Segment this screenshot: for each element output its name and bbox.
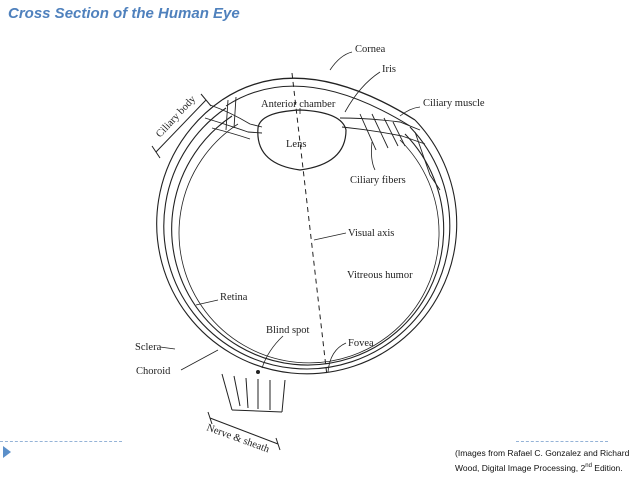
- lens-label: Lens: [286, 139, 306, 150]
- iris-leader: [344, 71, 381, 113]
- ciliary-body-left: [204, 96, 263, 140]
- choroid-label: Choroid: [136, 366, 171, 377]
- nerve-sheath-bracket: [207, 411, 281, 451]
- fovea-leader: [327, 342, 347, 373]
- lens: [257, 109, 347, 171]
- iris-label: Iris: [382, 64, 396, 75]
- vitreous-humor-label: Vitreous humor: [347, 270, 413, 281]
- anterior-chamber-label: Anterior chamber: [261, 99, 336, 110]
- ciliary-fibers-label: Ciliary fibers: [350, 175, 406, 186]
- footer-arrow-icon: [3, 446, 11, 458]
- cornea-outer: [221, 77, 416, 121]
- retina-leader: [195, 299, 219, 306]
- inner-retina-outline: [178, 123, 440, 364]
- blind-spot-label: Blind spot: [266, 325, 310, 336]
- cornea-inner: [225, 85, 411, 127]
- footer-rule-left: [0, 441, 122, 442]
- retina-label: Retina: [220, 292, 248, 303]
- ciliary-muscle-leader: [399, 106, 421, 117]
- nerve-sheath-label: Nerve & sheath: [205, 422, 271, 455]
- sclera-leader: [159, 346, 176, 350]
- retina-outline: [171, 115, 445, 366]
- choroid-leader: [180, 349, 219, 371]
- ciliary-body-right: [339, 113, 441, 191]
- optic-nerve: [221, 373, 286, 413]
- sclera-outline: [156, 99, 458, 375]
- visual-axis-line: [291, 72, 328, 377]
- visual-axis-leader: [313, 232, 347, 241]
- eyeball-layers: [156, 99, 458, 375]
- footer-rule-right: [516, 441, 608, 442]
- visual-axis-label: Visual axis: [348, 228, 394, 239]
- ciliary-body-label: Ciliary body: [154, 93, 199, 140]
- cornea-label: Cornea: [355, 44, 386, 55]
- credit-line-2-suffix: Edition.: [591, 462, 623, 473]
- credit-line-1: (Images from Rafael C. Gonzalez and Rich…: [455, 448, 630, 458]
- cornea-leader: [329, 51, 353, 71]
- fovea-label: Fovea: [348, 338, 374, 349]
- slide-title: Cross Section of the Human Eye: [8, 5, 240, 22]
- credit-line-2: Wood, Digital Image Processing, 2nd Edit…: [455, 460, 635, 475]
- ciliary-fibers-leader: [371, 141, 376, 171]
- credit-line-2-prefix: Wood, Digital Image Processing, 2: [455, 462, 586, 473]
- ciliary-body-bracket: [151, 93, 212, 159]
- blind-spot-dot: [256, 370, 260, 374]
- choroid-outline: [163, 107, 451, 370]
- image-credit: (Images from Rafael C. Gonzalez and Rich…: [455, 447, 635, 475]
- sclera-label: Sclera: [135, 342, 162, 353]
- ciliary-muscle-label: Ciliary muscle: [423, 98, 485, 109]
- blind-spot-leader: [261, 335, 284, 369]
- credit-line-2-sup: nd: [585, 463, 592, 469]
